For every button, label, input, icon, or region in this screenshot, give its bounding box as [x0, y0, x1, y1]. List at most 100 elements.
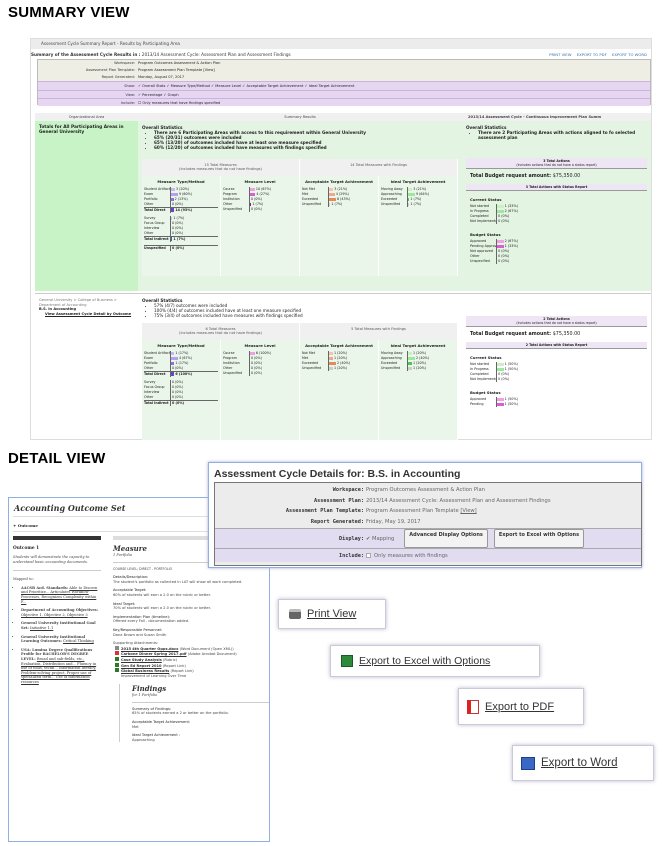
chart-row-value: 2 (13%) [174, 197, 188, 201]
chart-bar-track: 1 (7%) [407, 197, 429, 202]
plan-summary: 2 Total Actions(Includes actions that do… [466, 316, 647, 409]
chart-row-value: 0 (0%) [498, 214, 510, 218]
chart-row-value: 1 (7%) [410, 202, 422, 206]
chart-bar [497, 209, 504, 214]
measures-block: 6 Total Measures(Includes measures that … [142, 323, 458, 440]
print-view-button[interactable]: Print View [278, 599, 386, 629]
param-workspace: Workspace:Program Outcomes Assessment & … [38, 60, 650, 67]
chart-row-label: Student Artifact [144, 351, 170, 355]
attachment-link[interactable]: Global Business Results [121, 669, 170, 674]
measure-fields: Details/Description:The student's portfo… [113, 575, 269, 637]
mapped-links[interactable]: Able to Discern and Prioritize... Articu… [21, 585, 98, 604]
measure-column: Measure 1 Portfolio COURSE LEVEL; DIRECT… [113, 536, 269, 743]
chart-bar [497, 239, 504, 244]
attachment-type: (Adobe Acrobat Document) [187, 652, 237, 657]
view-template-link[interactable]: [View] [460, 508, 477, 514]
detail-value: Friday, May 19, 2017 [366, 518, 421, 525]
chart-bar-track: 1 (20%) [328, 356, 350, 361]
detail-view-heading: DETAIL VIEW [8, 450, 106, 467]
attachment-link[interactable]: Carbone Dinner Spring 2017.pdf [121, 652, 187, 657]
attachment-link[interactable]: 2015 4th Quarter Opps.docx [121, 646, 179, 651]
attachment-icon [115, 651, 119, 656]
mapped-item: Department of Accounting Objectives: Obj… [21, 608, 101, 617]
total-measures-note: (Includes measures that do not have find… [179, 167, 262, 171]
chart-row: Other 0 (0%) [144, 202, 218, 207]
chart-bar-track: 0 (0%) [170, 231, 192, 236]
print-view-link[interactable]: PRINT VIEW [549, 52, 572, 57]
attachment-link[interactable]: Case Study Analysis [121, 657, 162, 662]
chart-row-label: Other [470, 254, 480, 258]
param-value: Monday, August 07, 2017 [138, 75, 185, 79]
include-checkbox[interactable]: ☐ Only measures that have findings speci… [138, 101, 221, 105]
chart-bar-track: 1 (7%) [249, 202, 271, 207]
chart-bar-track: 0 (0%) [496, 249, 518, 254]
total-measures: 6 Total Measures(Includes measures that … [142, 323, 300, 340]
attachments-label: Supporting Attachments: [113, 641, 159, 646]
field-value: Approaching [132, 737, 155, 742]
advanced-display-options-button[interactable]: Advanced Display Options [404, 529, 488, 548]
export-word-button[interactable]: Export to Word [512, 745, 654, 781]
chart-row-value: 1 (33%) [504, 244, 518, 248]
detail-value: Program Outcomes Assessment & Action Pla… [366, 487, 485, 493]
chart-row-value: 0 (0%) [172, 366, 183, 370]
chart-bar-track: 1 (50%) [496, 402, 518, 407]
mapped-links[interactable]: Broad and sub-fields, etc., Evaluation, … [21, 656, 97, 684]
show-checkboxes[interactable]: ✓ Overall Stats ✓ Measure Type/Method ✓ … [138, 84, 355, 88]
export-pdf-button[interactable]: Export to PDF [458, 688, 584, 725]
chart-row-label: Other [144, 366, 154, 370]
report-parameters: Workspace:Program Outcomes Assessment & … [37, 59, 651, 106]
chart-row-label: Unspecified [381, 202, 401, 206]
chart-row-label: Not started [470, 362, 490, 366]
col-org-area: Organizational Area [68, 115, 105, 119]
view-detail-link[interactable]: View Assessment Cycle Detail by Outcome [45, 311, 132, 316]
export-pdf-link[interactable]: EXPORT TO PDF [576, 52, 607, 57]
chart-bar [408, 351, 412, 356]
export-excel-options-button[interactable]: Export to Excel with Options [493, 529, 585, 548]
chart-row-value: 1 (7%) [410, 197, 422, 201]
chart-bar-track: 4 (27%) [249, 192, 271, 197]
chart-row-label: Other [144, 202, 154, 206]
total-actions-note: (Includes actions that do not have a sta… [516, 163, 597, 167]
status-report-header: 2 Total Actions with Status Report [466, 342, 647, 349]
param-value[interactable]: Program Assessment Plan Template [View] [138, 68, 215, 72]
export-excel-button[interactable]: Export to Excel with Options [330, 645, 540, 677]
chart-title: Measure Level [244, 343, 276, 348]
include-checkbox[interactable] [366, 553, 371, 558]
chart-bar-track: 2 (13%) [170, 197, 192, 202]
view-checkboxes[interactable]: ✓ Percentage ✓ Graph [138, 93, 179, 97]
col-summary: Summary Results [284, 115, 316, 119]
stats-title: Overall Statistics [142, 298, 183, 303]
detail-row: Assessment Plan Template:Program Assessm… [215, 506, 641, 517]
chart-row: Pending Approval1 (33%) [470, 244, 643, 249]
chart-bar-track: 0 (0%) [170, 226, 192, 231]
mapping-checkbox[interactable]: ✔ [366, 536, 371, 542]
chart-bar-track: 0 (0%) [496, 219, 518, 224]
export-word-link[interactable]: EXPORT TO WORD [612, 52, 647, 57]
table-header: Organizational Area Summary Results 2013… [35, 113, 651, 121]
chart-row-value: 6 (43%) [336, 197, 350, 201]
summary-view-heading: SUMMARY VIEW [8, 4, 130, 21]
chart-bar-track: 0 (0%) [170, 380, 192, 385]
mapped-links[interactable]: Initiative 1.1 [30, 625, 54, 630]
display-label: Display: [339, 536, 364, 542]
chart-row-value: 0 (0%) [172, 226, 183, 230]
mapped-links[interactable]: Objective 1, Objective 2, Objective 3 [21, 612, 88, 617]
add-outcome-button[interactable]: + Outcome [13, 523, 38, 528]
chart-row-value: 1 (50%) [504, 397, 518, 401]
chart-bar-track: 0 (0%) [170, 202, 192, 207]
attachment-link[interactable]: Gen Ed Report 2010 [121, 663, 162, 668]
chart-row: Not Implemented0 (0%) [470, 219, 643, 224]
mapped-links[interactable]: Critical Thinking [62, 639, 94, 644]
budget-amount: $75,350.00 [552, 332, 581, 337]
chart-bar [329, 366, 333, 371]
